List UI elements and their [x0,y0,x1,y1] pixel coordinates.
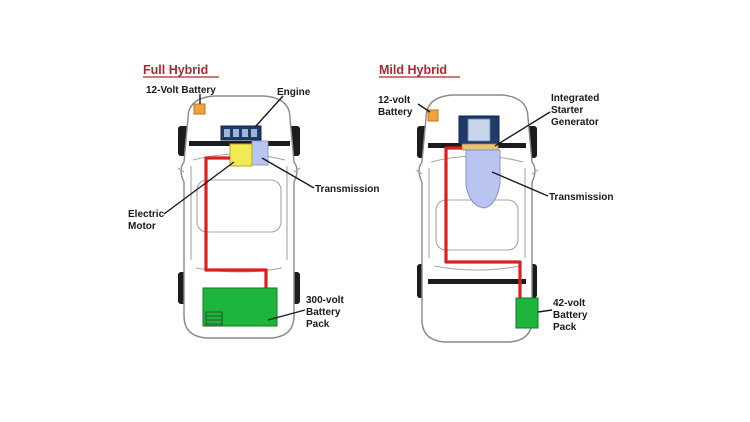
full-electric-motor [229,143,253,167]
full-engine-cylinders [224,129,257,137]
mild-car-rear-window [433,265,521,271]
full-battery-hatch [205,311,223,327]
mild-hybrid-title: Mild Hybrid [379,63,447,77]
full-engine-leader [254,95,284,128]
full-pack-leader [267,309,306,321]
mild-car-mirrors [415,169,539,175]
full-pack-label-line1: 300-volt [306,295,344,306]
full-transmission [251,140,269,166]
mild-transmission-leader [491,171,549,197]
mild-pack-leader [537,309,553,313]
full-12v-battery-label: 12-Volt Battery [146,85,216,96]
mild-transmission [465,149,501,209]
full-pack-label-line3: Pack [306,319,330,330]
full-car-seat-outline [196,179,282,233]
mild-12v-battery [427,109,439,122]
mild-rear-axle [428,279,526,284]
mild-pack-label-line3: Pack [553,322,577,333]
full-motor-leader [163,161,235,215]
full-12v-battery [193,103,206,115]
full-car-mirrors [177,167,301,173]
mild-pack-label-line2: Battery [553,310,588,321]
mild-pack-label-line1: 42-volt [553,298,586,309]
mild-12v-leader [417,103,431,113]
mild-isg-leader [494,111,551,147]
mild-car-side-lines [428,168,526,258]
mild-engine-core [467,118,491,142]
full-transmission-label: Transmission [315,184,379,195]
mild-transmission-label: Transmission [549,192,613,203]
full-motor-label-line2: Motor [128,221,156,232]
full-engine-label: Engine [277,87,311,98]
mild-isg-label-line1: Integrated [551,93,599,104]
full-motor-label-line1: Electric [128,209,165,220]
mild-12v-label-line2: Battery [378,107,413,118]
full-hybrid-diagram: Full Hybrid [128,63,379,339]
full-transmission-leader [261,157,315,189]
mild-integrated-starter-generator [461,143,499,151]
mild-isg-label-line2: Starter [551,105,583,116]
full-hybrid-title: Full Hybrid [143,63,208,77]
mild-isg-label-line3: Generator [551,117,599,128]
mild-42v-wiring [444,146,522,300]
mild-hybrid-diagram: Mild Hybrid [378,63,613,343]
full-pack-label-line2: Battery [306,307,341,318]
full-car-side-lines [190,166,288,260]
mild-42v-battery-pack [515,297,539,329]
mild-12v-label-line1: 12-volt [378,95,411,106]
